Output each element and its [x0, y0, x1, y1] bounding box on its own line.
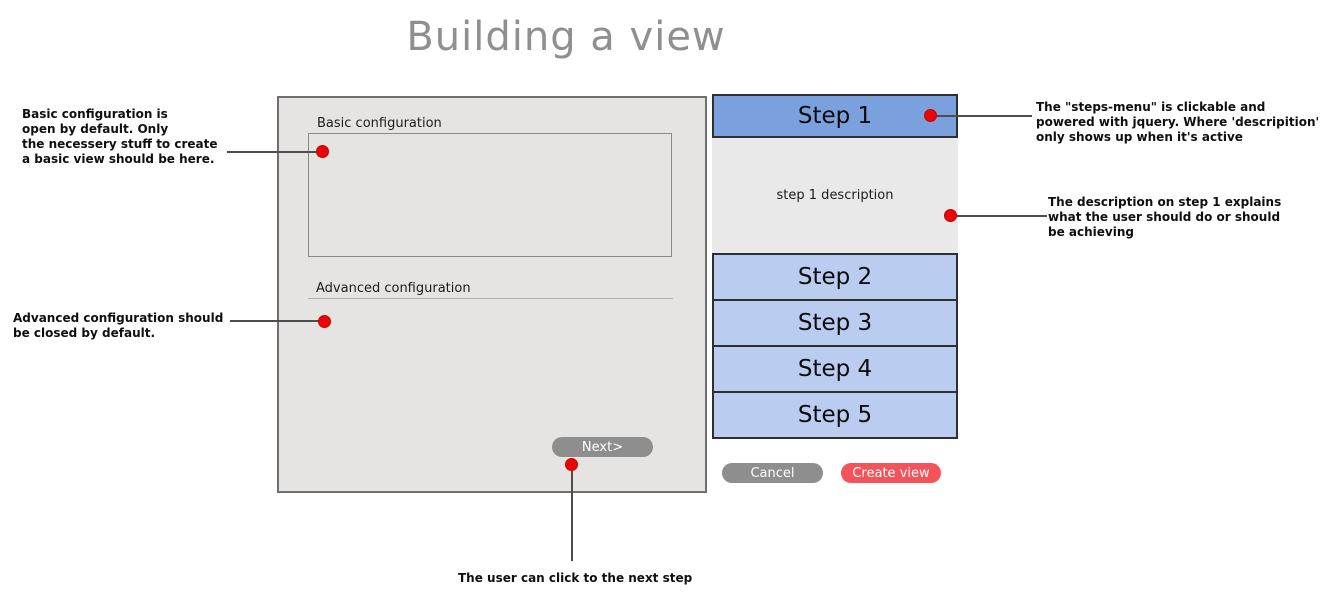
step-tab-3[interactable]: Step 3	[712, 299, 958, 347]
advanced-configuration-separator	[308, 298, 673, 299]
page-title: Building a view	[406, 14, 726, 60]
step-tab-5[interactable]: Step 5	[712, 391, 958, 439]
basic-annotation-dot	[316, 145, 329, 158]
steps-menu-note-connector-line	[936, 115, 1032, 117]
step-tab-1[interactable]: Step 1	[712, 94, 958, 138]
basic-configuration-header[interactable]: Basic configuration	[317, 116, 442, 131]
next-step-note: The user can click to the next step	[458, 571, 693, 585]
steps-menu: Step 1 step 1 description Step 2 Step 3 …	[712, 94, 958, 439]
advanced-configuration-header[interactable]: Advanced configuration	[316, 281, 471, 296]
steps-menu-annotation-dot	[924, 109, 937, 122]
description-annotation-dot	[944, 209, 957, 222]
next-note-connector-line	[571, 471, 573, 561]
step-1-description: step 1 description	[712, 138, 958, 253]
config-panel: Basic configuration Advanced configurati…	[277, 96, 707, 493]
steps-menu-note: The "steps-menu" is clickable and powere…	[1036, 100, 1320, 144]
basic-note-connector-line	[227, 151, 318, 153]
description-note-connector-line	[956, 215, 1047, 217]
create-view-button[interactable]: Create view	[841, 463, 941, 483]
step-tab-4[interactable]: Step 4	[712, 345, 958, 393]
description-note: The description on step 1 explains what …	[1048, 195, 1282, 239]
advanced-configuration-note: Advanced configuration should be closed …	[13, 311, 224, 340]
basic-configuration-note: Basic configuration is open by default. …	[22, 107, 218, 166]
basic-configuration-area	[308, 133, 672, 257]
advanced-annotation-dot	[318, 315, 331, 328]
next-annotation-dot	[565, 458, 578, 471]
advanced-note-connector-line	[230, 320, 320, 322]
step-tab-2[interactable]: Step 2	[712, 253, 958, 301]
cancel-button[interactable]: Cancel	[722, 463, 823, 483]
next-button[interactable]: Next>	[552, 437, 653, 457]
